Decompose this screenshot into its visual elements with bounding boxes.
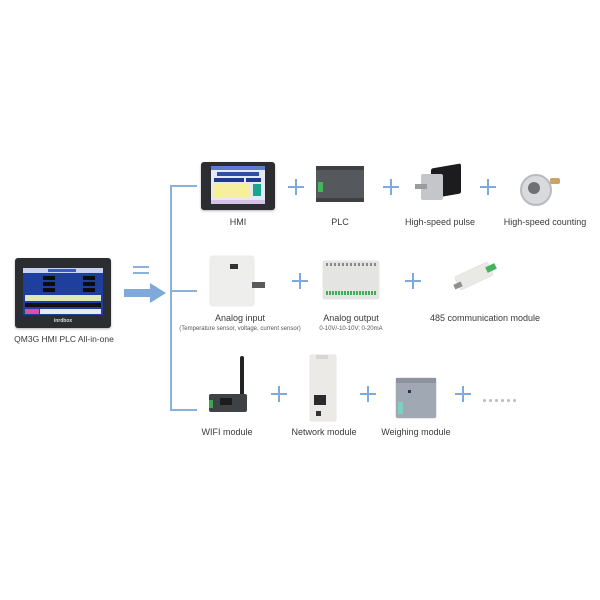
network-module-label: Network module bbox=[291, 427, 357, 437]
plus-icon bbox=[288, 179, 304, 195]
hmi-device bbox=[201, 162, 275, 210]
plc-label: PLC bbox=[331, 217, 349, 227]
rotary-encoder-device bbox=[518, 172, 562, 206]
plus-icon bbox=[383, 179, 399, 195]
analog-output-sublabel: 0-10V/-10-10V; 0-20mA bbox=[319, 326, 383, 332]
analog-input-label: Analog input bbox=[214, 313, 266, 323]
main-device-brand: inrdbox bbox=[53, 318, 73, 324]
weighing-module-device bbox=[396, 378, 436, 418]
analog-input-device bbox=[210, 256, 265, 308]
plc-device bbox=[316, 166, 364, 202]
network-module-device bbox=[310, 355, 336, 421]
plus-icon bbox=[455, 386, 471, 402]
main-hmi-device: inrdbox bbox=[15, 258, 111, 328]
plus-icon bbox=[292, 273, 308, 289]
plus-icon bbox=[360, 386, 376, 402]
connector-vertical bbox=[170, 185, 172, 411]
hmi-label: HMI bbox=[229, 217, 247, 227]
analog-output-label: Analog output bbox=[323, 313, 379, 323]
wifi-module-device bbox=[208, 356, 250, 414]
wifi-module-label: WIFI module bbox=[201, 427, 253, 437]
plus-icon bbox=[405, 273, 421, 289]
high-speed-counting-label: High-speed counting bbox=[503, 217, 587, 227]
weighing-module-label: Weighing module bbox=[381, 427, 451, 437]
stepper-motor-device bbox=[415, 162, 463, 210]
connector-branch-row2 bbox=[170, 290, 197, 292]
equals-icon bbox=[133, 266, 149, 275]
antenna bbox=[240, 356, 244, 402]
plus-icon bbox=[271, 386, 287, 402]
analog-input-sublabel: (Temperature sensor, voltage, current se… bbox=[179, 326, 301, 332]
plus-icon bbox=[480, 179, 496, 195]
rs485-module-device bbox=[452, 262, 500, 293]
main-hmi-screen bbox=[23, 268, 103, 315]
analog-output-device bbox=[323, 261, 379, 299]
connector-branch-row3 bbox=[170, 409, 197, 411]
arrow-right-icon bbox=[124, 283, 166, 303]
connector-branch-row1 bbox=[170, 185, 197, 187]
rs485-module-label: 485 communication module bbox=[429, 313, 541, 323]
high-speed-pulse-label: High-speed pulse bbox=[404, 217, 476, 227]
more-modules-ellipsis bbox=[483, 399, 516, 402]
main-device-label: QM3G HMI PLC All-in-one bbox=[14, 334, 114, 344]
